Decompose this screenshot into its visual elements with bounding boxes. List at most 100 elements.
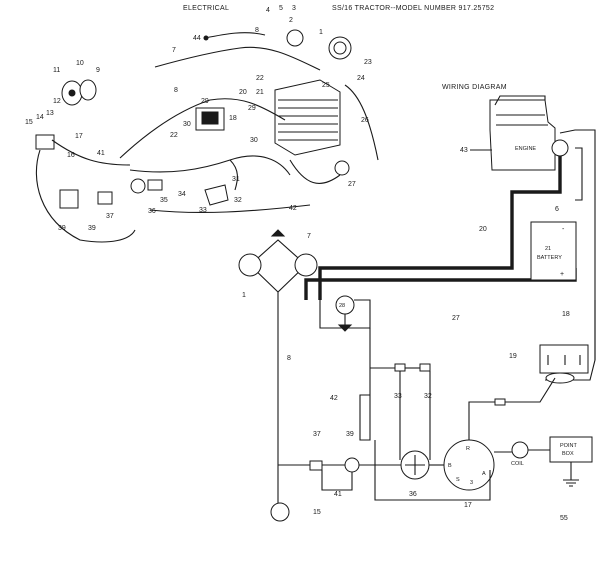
starter-number: 28	[339, 303, 345, 309]
label-2: 2	[289, 17, 293, 24]
battery-negative: -	[562, 226, 565, 233]
part-35	[147, 179, 163, 191]
label-4: 4	[266, 7, 270, 14]
label-42a: 42	[289, 205, 297, 212]
label-20b: 20	[479, 226, 487, 233]
wire-switch-regulator	[468, 377, 556, 440]
connector-37	[97, 191, 113, 205]
term-3: 3	[470, 480, 473, 486]
label-17b: 17	[464, 502, 472, 509]
label-7: 7	[172, 47, 176, 54]
part-32	[204, 184, 229, 206]
label-1a: 1	[242, 292, 246, 299]
fuse-32	[419, 363, 431, 372]
switch-body	[201, 111, 219, 125]
label-39b: 39	[88, 225, 96, 232]
headlight-bulb	[68, 89, 76, 97]
regulator-19	[539, 344, 589, 374]
label-19: 19	[509, 353, 517, 360]
label-15a: 15	[25, 119, 33, 126]
main-harness	[119, 98, 286, 159]
term-s: S	[456, 477, 460, 483]
label-8: 8	[255, 27, 259, 34]
tail-light-15b	[270, 502, 290, 522]
headlight-lamp-1a	[238, 253, 262, 277]
label-22a: 22	[256, 75, 264, 82]
label-41b: 41	[334, 491, 342, 498]
point-box-line1: POINT	[560, 443, 577, 449]
wire-44-terminal	[203, 35, 209, 41]
inline-fuse	[494, 398, 506, 406]
label-16: 16	[67, 152, 75, 159]
label-34: 34	[178, 191, 186, 198]
fuse-37	[309, 460, 323, 471]
fuse-drop-wires	[399, 371, 431, 460]
label-6: 6	[555, 206, 559, 213]
battery-positive: +	[560, 271, 564, 278]
wire-31	[229, 159, 238, 191]
wire-18-upper	[559, 129, 596, 360]
label-35: 35	[160, 197, 168, 204]
label-5: 5	[279, 5, 283, 12]
term-b: B	[448, 463, 452, 469]
battery	[530, 221, 577, 281]
engine-label: ENGINE	[515, 146, 536, 152]
label-12: 12	[53, 98, 61, 105]
headlight-right	[79, 79, 97, 101]
point-box-line2: BOX	[562, 451, 574, 457]
fuse-39	[344, 457, 360, 473]
label-1b: 1	[304, 293, 308, 300]
label-1: 1	[319, 29, 323, 36]
fuse-holder-39	[59, 189, 79, 209]
lamp-loop	[35, 149, 136, 243]
label-25: 25	[322, 82, 330, 89]
battery-cable-26	[344, 84, 379, 161]
wiring-engine-battery: ENGINE 43 6 20 21 BATTERY - + 18 19	[304, 95, 596, 384]
term-a: A	[482, 471, 486, 477]
label-29a: 29	[201, 98, 209, 105]
label-22b: 22	[170, 132, 178, 139]
label-30a: 30	[183, 121, 191, 128]
label-8c: 8	[287, 355, 291, 362]
label-42b: 42	[330, 395, 338, 402]
battery-exploded	[274, 79, 341, 156]
battery-number: 21	[545, 246, 551, 252]
battery-cells	[278, 99, 338, 141]
label-7b: 7	[307, 233, 311, 240]
label-23: 23	[364, 59, 372, 66]
label-10: 10	[76, 60, 84, 67]
label-39a: 39	[58, 225, 66, 232]
fuse-33	[394, 363, 406, 372]
ammeter-face	[333, 41, 347, 55]
ground-strap-6	[575, 147, 583, 201]
label-31: 31	[232, 176, 240, 183]
harness-wire-7	[154, 46, 321, 71]
exploded-parts-view	[35, 29, 379, 243]
label-33b: 33	[394, 393, 402, 400]
lamp-harness	[51, 139, 131, 166]
label-27a: 27	[348, 181, 356, 188]
label-18: 18	[229, 115, 237, 122]
ground-cable-20	[318, 156, 562, 300]
tail-light-15	[35, 134, 55, 150]
label-33a: 33	[199, 207, 207, 214]
engine-lines	[496, 114, 548, 126]
label-24: 24	[357, 75, 365, 82]
coil	[511, 441, 529, 459]
part-labels: 44 8 4 5 3 2 1 7 10 11 9 22 21 23 24 25 …	[25, 5, 372, 232]
wiring-main-circuit: 1 1 7 8 15 28 27 42 33 32 R B A S 3 17	[238, 229, 593, 522]
model-title: SS/16 TRACTOR--MODEL NUMBER 917.25752	[332, 5, 494, 12]
wire-44	[204, 32, 266, 39]
battery-label: BATTERY	[537, 255, 562, 261]
label-29b: 29	[248, 105, 256, 112]
label-17: 17	[75, 133, 83, 140]
label-44: 44	[193, 35, 201, 42]
engine-top	[494, 95, 546, 106]
label-30b: 30	[250, 137, 258, 144]
point-box-ground	[563, 479, 579, 487]
label-18b: 18	[562, 311, 570, 318]
engine-pulley	[551, 139, 569, 157]
label-8b: 8	[174, 87, 178, 94]
page-code: 55	[560, 515, 568, 522]
headlight-lamp-1b	[294, 253, 318, 277]
